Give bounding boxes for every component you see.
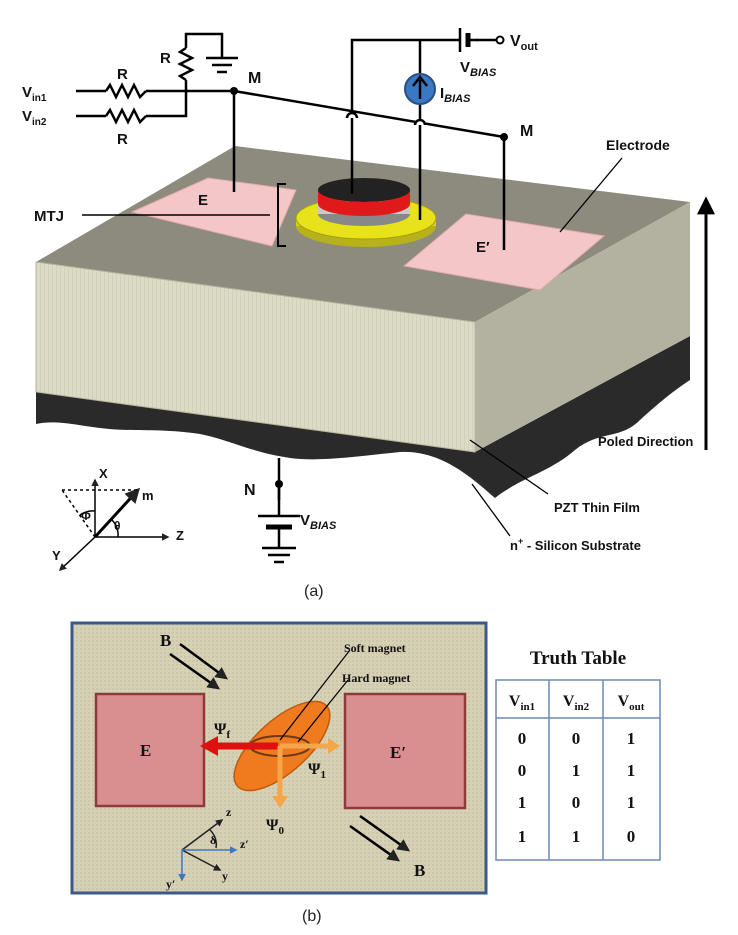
- label-r2: R: [117, 131, 128, 148]
- label-axis-z-prime: z′: [240, 837, 249, 851]
- truth-table-cell: 1: [627, 761, 636, 780]
- current-source-icon: [404, 73, 436, 105]
- b-field-arrows-top: [169, 642, 229, 690]
- label-b-electrode-e: E: [140, 741, 151, 760]
- bias-battery-top: [458, 28, 478, 52]
- label-psi-f: Ψf: [214, 721, 230, 741]
- truth-table-cell: 1: [518, 793, 527, 812]
- label-electrode: Electrode: [606, 137, 670, 153]
- coordinate-axes-b: [178, 819, 238, 882]
- label-delta: δ: [210, 833, 216, 847]
- panel-b: [70, 621, 488, 895]
- substrate-pointer: [471, 483, 511, 537]
- node-n-dot: [275, 480, 283, 488]
- labels-a: Vin1 Vin2 R R R M M Vout VBIAS IBIAS MTJ…: [22, 33, 693, 600]
- truth-table-cell: 1: [627, 793, 636, 812]
- label-axis-y-b: y: [222, 869, 228, 883]
- label-b-electrode-e-prime: E′: [390, 743, 406, 762]
- bias-battery-bottom: [258, 514, 300, 532]
- label-axis-m: m: [142, 488, 154, 503]
- label-mtj: MTJ: [34, 208, 64, 225]
- label-vin2: Vin2: [22, 108, 47, 128]
- truth-table-title: Truth Table: [530, 648, 626, 669]
- label-electrode-e-prime: E′: [476, 239, 490, 256]
- label-psi-0: Ψ0: [266, 817, 284, 837]
- mtj-bracket: [277, 183, 286, 247]
- truth-table-cell: 1: [572, 827, 581, 846]
- caption-b: (b): [302, 908, 322, 925]
- truth-table-header-1: Vin1: [509, 693, 535, 713]
- labels-b: B B Soft magnet Hard magnet E E′ Ψf Ψ1 Ψ…: [140, 631, 425, 925]
- label-axis-z: Z: [176, 528, 184, 543]
- label-r1: R: [117, 66, 128, 83]
- node-m-dot: [230, 87, 238, 95]
- label-vbias-bottom: VBIAS: [300, 512, 337, 532]
- electrode-e: [130, 177, 297, 247]
- truth-table-cell: 0: [518, 761, 527, 780]
- ground-symbols: [206, 56, 296, 564]
- node-m2-dot: [500, 133, 508, 141]
- label-psi-1: Ψ1: [308, 761, 326, 781]
- truth-table-cell: 0: [518, 729, 527, 748]
- label-b-bottom: B: [414, 861, 425, 880]
- caption-a: (a): [304, 583, 324, 600]
- truth-table-cell: 0: [572, 729, 581, 748]
- label-vbias-top: VBIAS: [460, 59, 497, 79]
- mtj-stack: [295, 178, 437, 247]
- truth-table-cell: 0: [627, 827, 636, 846]
- pzt-side-face: [475, 202, 690, 452]
- truth-table-cell: 0: [572, 793, 581, 812]
- pzt-pointer: [469, 439, 549, 495]
- label-poled-direction: Poled Direction: [598, 434, 693, 449]
- b-field-arrows-bottom: [349, 814, 411, 862]
- label-vout: Vout: [510, 33, 538, 53]
- label-axis-x: X: [99, 466, 108, 481]
- label-node-n: N: [244, 482, 256, 499]
- circuit-wiring: [76, 32, 506, 548]
- label-electrode-e: E: [198, 192, 208, 209]
- truth-table-header-3: Vout: [618, 693, 645, 713]
- panel-a: [35, 28, 715, 572]
- label-b-top: B: [160, 631, 171, 650]
- label-axis-z-b: z: [226, 805, 232, 819]
- soft-magnet-pointer: [279, 649, 351, 741]
- label-node-m: M: [248, 70, 261, 87]
- label-vin1: Vin1: [22, 84, 47, 104]
- label-hard-magnet: Hard magnet: [342, 671, 410, 685]
- silicon-substrate: [36, 336, 690, 498]
- label-pzt: PZT Thin Film: [554, 500, 640, 515]
- label-phi: Φ: [81, 509, 91, 523]
- electrode-b-e-prime: [343, 692, 467, 810]
- label-substrate: n+ - Silicon Substrate: [510, 536, 641, 553]
- hard-magnet-pointer: [297, 679, 349, 743]
- label-ibias: IBIAS: [440, 85, 471, 105]
- truth-table: [495, 679, 661, 861]
- label-theta: θ: [114, 519, 121, 533]
- label-axis-y: Y: [52, 548, 61, 563]
- vout-terminal: [495, 35, 505, 45]
- truth-table-text: Truth Table Vin1 Vin2 Vout 0 0 1 0 1 1 1…: [509, 648, 645, 846]
- label-soft-magnet: Soft magnet: [344, 641, 406, 655]
- label-axis-y-prime: y′: [166, 877, 175, 891]
- truth-table-cell: 1: [518, 827, 527, 846]
- coordinate-axes-a: [58, 478, 170, 572]
- label-node-m2: M: [520, 123, 533, 140]
- truth-table-cell: 1: [572, 761, 581, 780]
- truth-table-header-2: Vin2: [563, 693, 590, 713]
- electrode-pointer: [559, 157, 623, 233]
- truth-table-cell: 1: [627, 729, 636, 748]
- electrode-b-e: [94, 692, 206, 808]
- electrode-e-prime: [402, 213, 606, 291]
- label-r3: R: [160, 50, 171, 67]
